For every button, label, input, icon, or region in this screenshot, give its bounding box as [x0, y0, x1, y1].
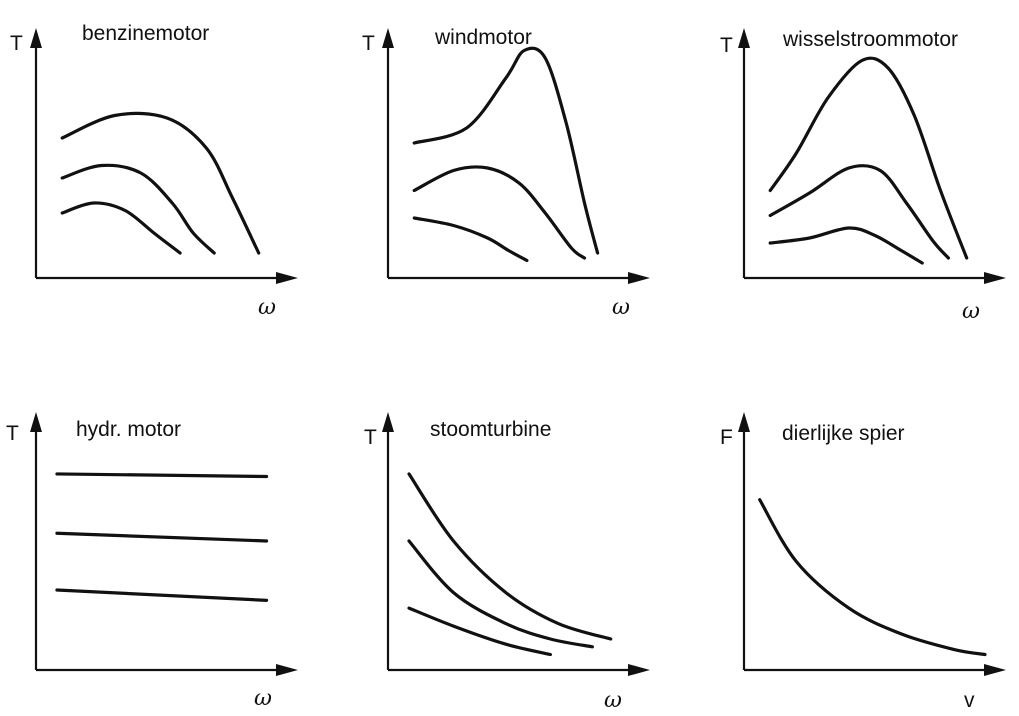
y-axis-label: T — [720, 34, 733, 57]
x-axis-label: ω — [254, 686, 272, 711]
series-line-3 — [60, 201, 182, 255]
series-line-1 — [55, 472, 269, 479]
y-axis-label: T — [362, 32, 375, 55]
series-line-1 — [407, 472, 613, 641]
chart-title: stoomturbine — [430, 418, 551, 441]
series-line-2 — [55, 531, 269, 543]
series-line-1 — [768, 56, 969, 260]
chart-panel-4: hydr. motor Tω — [6, 412, 298, 711]
chart-panel-1: benzinemotor Tω — [10, 22, 298, 320]
y-axis-arrow-icon — [30, 412, 42, 432]
x-axis-arrow-icon — [628, 272, 650, 284]
x-axis-label: ω — [604, 688, 622, 713]
chart-title: hydr. motor — [76, 418, 181, 441]
series-line-3 — [412, 216, 529, 263]
y-axis-label: T — [6, 422, 19, 445]
series-line-3 — [55, 588, 269, 602]
chart-title: benzinemotor — [82, 22, 209, 45]
y-axis-label: F — [720, 426, 733, 449]
chart-panel-3: wisselstroommotor Tω — [720, 28, 1006, 324]
x-axis-arrow-icon — [276, 664, 298, 676]
series-line-1 — [758, 498, 987, 657]
chart-panel-6: dierlijke spier Fv — [720, 412, 1006, 712]
y-axis-arrow-icon — [382, 28, 394, 48]
chart-title: windmotor — [434, 26, 532, 49]
y-axis-arrow-icon — [738, 412, 750, 432]
y-axis-label: T — [364, 426, 377, 449]
x-axis-arrow-icon — [984, 664, 1006, 676]
series-line-1 — [412, 46, 600, 255]
series-line-2 — [407, 539, 594, 649]
series-line-2 — [60, 163, 216, 255]
x-axis-label: ω — [258, 295, 276, 320]
chart-title: dierlijke spier — [782, 422, 905, 445]
series-line-3 — [768, 226, 924, 265]
y-axis-arrow-icon — [738, 28, 750, 48]
chart-panel-2: windmotor Tω — [362, 26, 650, 320]
x-axis-arrow-icon — [628, 664, 650, 676]
y-axis-label: T — [10, 32, 23, 55]
x-axis-label: ω — [962, 299, 980, 324]
series-line-2 — [412, 165, 587, 260]
x-axis-arrow-icon — [984, 272, 1006, 284]
series-line-1 — [60, 111, 261, 255]
x-axis-label: v — [964, 689, 975, 712]
y-axis-arrow-icon — [382, 412, 394, 432]
x-axis-arrow-icon — [276, 272, 298, 284]
x-axis-label: ω — [612, 295, 630, 320]
chart-title: wisselstroommotor — [782, 28, 958, 51]
chart-panel-5: stoomturbine Tω — [364, 412, 650, 713]
y-axis-arrow-icon — [30, 28, 42, 48]
series-line-2 — [768, 164, 950, 260]
series-line-3 — [407, 606, 552, 657]
